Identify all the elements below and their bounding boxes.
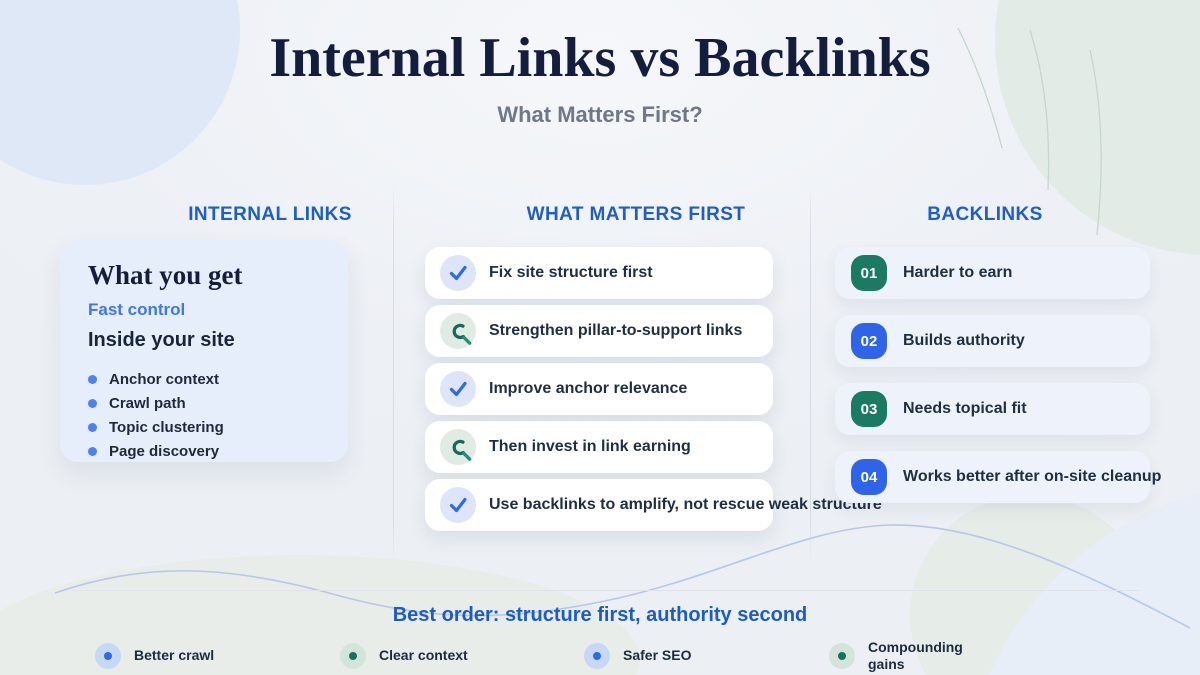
bullet-dot-icon [88,398,97,408]
page-title: Internal Links vs Backlinks [269,27,931,89]
backlink-item: 03 Needs topical fit [835,383,1150,435]
backlink-item: 04 Works better after on-site cleanup [835,451,1161,503]
footer-item: Safer SEO [584,636,745,675]
dot-circle-icon [340,643,366,669]
list-item: Crawl path [88,391,320,415]
check-icon [440,487,476,523]
number-badge: 02 [851,323,887,359]
internal-links-card: What you get Fast control Inside your si… [60,240,348,462]
bullet-dot-icon [88,374,97,384]
checklist-label: Improve anchor relevance [489,380,688,397]
card-highlight: Fast control [88,300,186,319]
internal-benefits-list: Anchor context Crawl path Topic clusteri… [88,367,320,463]
footer-item-label: Clear context [379,647,468,664]
list-item: Page discovery [88,439,320,463]
backlink-label: Needs topical fit [903,400,1027,417]
card-subtitle: Inside your site [88,329,235,351]
dot-icon [104,652,112,660]
number-badge: 04 [851,459,887,495]
check-icon [440,255,476,291]
internal-links-header: INTERNAL LINKS [188,204,352,225]
page-subtitle: What Matters First? [497,102,703,127]
checklist-item: Fix site structure first [425,247,773,299]
list-item: Topic clustering [88,415,320,439]
backlink-label: Works better after on-site cleanup [903,468,1162,485]
number-badge: 03 [851,391,887,427]
dot-circle-icon [584,643,610,669]
footer-item: Better crawl [95,636,256,675]
checklist-label: Then invest in link earning [489,438,691,455]
bullet-dot-icon [88,446,97,456]
footer-title: Best order: structure first, authority s… [392,604,808,626]
checklist-label: Fix site structure first [489,264,653,281]
column-divider-right [810,185,811,562]
dot-icon [349,652,357,660]
footer-item-label: Safer SEO [623,647,692,664]
decor-arc-3 [1089,49,1102,236]
bullet-label: Crawl path [109,394,186,412]
magnifier-icon [440,429,476,465]
decor-arc-2 [1029,29,1050,191]
decor-arc-1 [957,27,1003,149]
backlink-label: Builds authority [903,332,1025,349]
card-title: What you get [88,260,243,290]
decor-wave [54,524,1191,629]
check-icon [440,371,476,407]
list-item: Anchor context [88,367,320,391]
number-badge: 01 [851,255,887,291]
footer-item: Clear context [340,636,501,675]
backlinks-header: BACKLINKS [927,204,1043,225]
dot-circle-icon [95,643,121,669]
what-matters-first-header: WHAT MATTERS FIRST [526,204,746,225]
dot-circle-icon [829,643,855,669]
checklist-label: Use backlinks to amplify, not rescue wea… [489,496,882,513]
footer-item-label: Compounding gains [868,638,963,673]
backlink-label: Harder to earn [903,264,1013,281]
bullet-dot-icon [88,422,97,432]
bullet-label: Anchor context [109,370,220,388]
magnifier-icon [440,313,476,349]
backlink-item: 01 Harder to earn [835,247,1150,299]
dot-icon [838,652,846,660]
decor-blob-bottom-left [0,555,640,675]
column-divider-left [393,185,394,562]
footer-divider [72,590,1140,591]
checklist-item: Strengthen pillar-to-support links [425,305,773,357]
checklist-label: Strengthen pillar-to-support links [489,322,743,339]
bullet-label: Topic clustering [109,418,224,436]
bullet-label: Page discovery [109,442,220,460]
footer-item-label: Better crawl [134,647,215,664]
footer-item: Compounding gains [829,636,990,675]
decor-circle-top-left [0,0,240,185]
checklist-item: Use backlinks to amplify, not rescue wea… [425,479,882,531]
checklist-item: Then invest in link earning [425,421,773,473]
checklist-item: Improve anchor relevance [425,363,773,415]
decor-circle-bottom-right [988,492,1200,675]
backlink-item: 02 Builds authority [835,315,1150,367]
dot-icon [593,652,601,660]
decor-circle-top-right [995,0,1200,255]
